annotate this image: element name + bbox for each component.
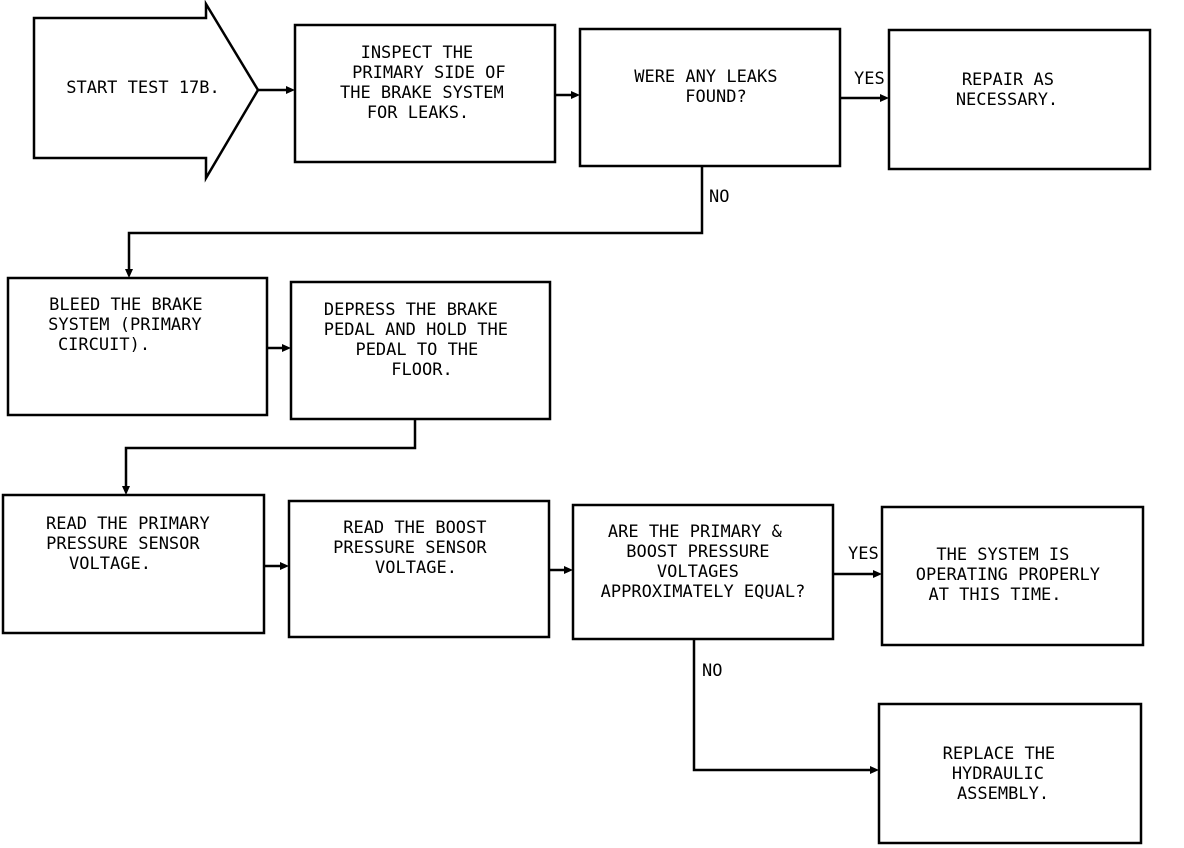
start-label: START TEST 17B. <box>66 78 220 98</box>
connector-inspect-leaks <box>555 91 580 99</box>
node-leaks-found: WERE ANY LEAKS FOUND? <box>578 27 842 168</box>
connector-leaks-yes: YES <box>840 69 889 102</box>
connector-primary-boost <box>264 562 289 570</box>
edge-label-no: NO <box>709 187 729 207</box>
node-read-boost-box <box>287 499 551 639</box>
node-bleed-box <box>6 276 269 417</box>
node-read-primary-box <box>1 493 266 635</box>
connector-depress-read-primary <box>122 419 417 495</box>
connector-boost-equal <box>549 566 573 574</box>
arrowhead <box>122 486 130 495</box>
edge-label-yes: YES <box>854 69 885 89</box>
node-bleed: BLEED THE BRAKE SYSTEM (PRIMARY CIRCUIT)… <box>6 276 269 417</box>
decision-leaks-found-box <box>578 27 842 168</box>
node-inspect: INSPECT THE PRIMARY SIDE OF THE BRAKE SY… <box>293 23 557 164</box>
node-replace: REPLACE THE HYDRAULIC ASSEMBLY. <box>877 702 1143 845</box>
arrowhead <box>870 766 879 774</box>
node-read-primary: READ THE PRIMARY PRESSURE SENSOR VOLTAGE… <box>1 493 266 635</box>
node-depress-box <box>289 280 552 421</box>
node-depress-text: DEPRESS THE BRAKE PEDAL AND HOLD THE PED… <box>324 300 518 380</box>
connector-equal-no: NO <box>692 639 879 774</box>
node-bleed-text: BLEED THE BRAKE SYSTEM (PRIMARY CIRCUIT)… <box>48 295 213 355</box>
arrowhead <box>282 344 291 352</box>
arrowhead <box>280 562 289 570</box>
node-ok: THE SYSTEM IS OPERATING PROPERLY AT THIS… <box>880 505 1145 647</box>
connector-leaks-no: NO <box>125 166 729 278</box>
node-depress: DEPRESS THE BRAKE PEDAL AND HOLD THE PED… <box>289 280 552 421</box>
node-read-boost-text: READ THE BOOST PRESSURE SENSOR VOLTAGE. <box>333 518 497 578</box>
arrowhead <box>125 269 133 278</box>
node-read-boost: READ THE BOOST PRESSURE SENSOR VOLTAGE. <box>287 499 551 639</box>
edge-label-no: NO <box>702 661 722 681</box>
connector-equal-yes: YES <box>833 544 882 578</box>
decision-equal-check-box <box>571 503 835 641</box>
arrowhead <box>571 91 580 99</box>
arrowhead <box>286 86 295 94</box>
decision-leaks-found-text: WERE ANY LEAKS FOUND? <box>634 67 788 107</box>
start-arrow-shape <box>32 0 260 183</box>
node-inspect-text: INSPECT THE PRIMARY SIDE OF THE BRAKE SY… <box>340 43 516 123</box>
node-replace-text: REPLACE THE HYDRAULIC ASSEMBLY. <box>943 744 1066 804</box>
connector-bleed-depress <box>267 344 291 352</box>
start-arrow: START TEST 17B. <box>32 0 260 183</box>
node-read-primary-text: READ THE PRIMARY PRESSURE SENSOR VOLTAGE… <box>46 514 220 574</box>
edge-label-yes: YES <box>848 544 879 564</box>
node-ok-box <box>880 505 1145 647</box>
arrowhead <box>880 94 889 102</box>
connector-start-inspect <box>258 86 295 94</box>
node-equal-check: ARE THE PRIMARY & BOOST PRESSURE VOLTAGE… <box>571 503 835 641</box>
node-repair-box <box>887 28 1152 171</box>
node-inspect-box <box>293 23 557 164</box>
node-ok-text: THE SYSTEM IS OPERATING PROPERLY AT THIS… <box>916 545 1110 605</box>
node-replace-box <box>877 702 1143 845</box>
arrowhead <box>564 566 573 574</box>
decision-equal-check-text: ARE THE PRIMARY & BOOST PRESSURE VOLTAGE… <box>601 522 806 602</box>
node-repair: REPAIR AS NECESSARY. <box>887 28 1152 171</box>
node-repair-text: REPAIR AS NECESSARY. <box>956 70 1064 110</box>
arrowhead <box>873 570 882 578</box>
